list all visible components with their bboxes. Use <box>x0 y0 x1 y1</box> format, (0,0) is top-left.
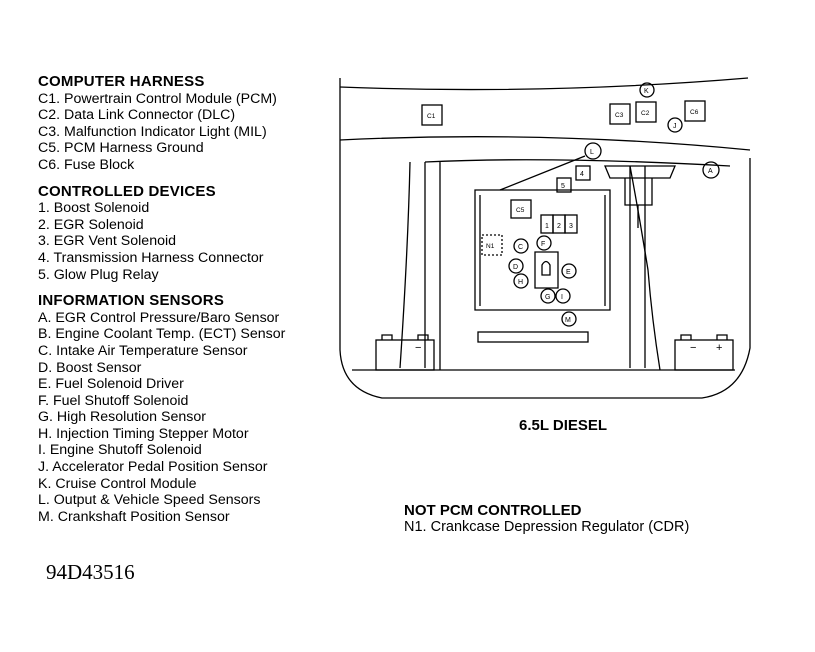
c2-box <box>635 101 657 123</box>
battery-minus-label: − <box>415 342 421 354</box>
legend: COMPUTER HARNESS C1. Powertrain Control … <box>38 73 285 535</box>
a-label: A <box>708 168 713 175</box>
information-sensors-group: INFORMATION SENSORS A. EGR Control Press… <box>38 293 285 525</box>
legend-item: L. Output & Vehicle Speed Sensors <box>38 492 261 509</box>
c3-label: C3 <box>615 112 624 119</box>
i-circle <box>555 288 571 304</box>
j-label: J <box>673 123 677 130</box>
g-circle <box>540 288 556 304</box>
e-circle <box>561 263 577 279</box>
information-sensors-heading: INFORMATION SENSORS <box>38 292 225 310</box>
engine-block <box>474 189 611 311</box>
h-circle <box>513 273 529 289</box>
controlled-devices-heading: CONTROLLED DEVICES <box>38 182 216 200</box>
c5-box <box>510 199 532 219</box>
c-circle <box>513 238 529 254</box>
figure-id: 94D43516 <box>46 560 135 584</box>
relay-4-label: 4 <box>580 171 584 178</box>
l-circle <box>584 142 602 160</box>
battery-plus-label: + <box>716 342 722 354</box>
c3-box <box>609 103 631 125</box>
engine-bay-diagram: − − + C1 C3 C2 C6 C5 N1 1 2 3 5 4 K J L … <box>339 77 751 399</box>
legend-item: G. High Resolution Sensor <box>38 409 206 426</box>
injection-pump <box>534 251 559 289</box>
firewall-line <box>339 136 751 151</box>
k-label: K <box>644 88 649 95</box>
c6-label: C6 <box>690 109 699 116</box>
wiring-line-1 <box>499 155 586 191</box>
legend-item: M. Crankshaft Position Sensor <box>38 508 230 525</box>
legend-item: C5. PCM Harness Ground <box>38 140 204 157</box>
relay-2-label: 2 <box>557 223 561 230</box>
c1-box <box>421 104 443 126</box>
g-label: G <box>545 294 550 301</box>
not-pcm-item: N1. Crankcase Depression Regulator (CDR) <box>404 519 690 535</box>
legend-item: H. Injection Timing Stepper Motor <box>38 425 249 442</box>
legend-item: C. Intake Air Temperature Sensor <box>38 342 248 359</box>
battery-minus-label-right: − <box>690 342 696 354</box>
relay-3-label: 3 <box>569 223 573 230</box>
legend-item: K. Cruise Control Module <box>38 475 197 492</box>
diagram-caption: 6.5L DIESEL <box>519 417 608 434</box>
f-label: F <box>541 241 545 248</box>
i-label: I <box>561 294 563 301</box>
legend-item: 4. Transmission Harness Connector <box>38 249 264 266</box>
legend-item: C3. Malfunction Indicator Light (MIL) <box>38 123 267 140</box>
c6-box <box>684 100 706 122</box>
legend-item: C6. Fuse Block <box>38 156 135 173</box>
legend-item: D. Boost Sensor <box>38 359 142 376</box>
legend-item: B. Engine Coolant Temp. (ECT) Sensor <box>38 326 286 343</box>
e-label: E <box>566 269 571 276</box>
n1-box <box>481 234 503 256</box>
cowl-line <box>339 77 749 91</box>
crossmember <box>477 331 589 343</box>
controlled-devices-group: CONTROLLED DEVICES 1. Boost Solenoid 2. … <box>38 182 285 284</box>
computer-harness-group: COMPUTER HARNESS C1. Powertrain Control … <box>38 73 285 174</box>
relay-4-box <box>575 165 591 181</box>
legend-item: C2. Data Link Connector (DLC) <box>38 107 236 124</box>
legend-item: I. Engine Shutoff Solenoid <box>38 442 202 459</box>
egr-pressure-sensor-assembly <box>604 165 676 228</box>
legend-item: E. Fuel Solenoid Driver <box>38 376 184 393</box>
battery-right: − + <box>674 334 734 371</box>
m-circle <box>561 311 577 327</box>
not-pcm-controlled-note: NOT PCM CONTROLLED N1. Crankcase Depress… <box>404 502 689 536</box>
c1-label: C1 <box>427 113 436 120</box>
not-pcm-heading: NOT PCM CONTROLLED <box>404 502 582 519</box>
legend-item: A. EGR Control Pressure/Baro Sensor <box>38 309 280 326</box>
wiring-line-2 <box>629 165 661 371</box>
legend-item: F. Fuel Shutoff Solenoid <box>38 392 189 409</box>
c2-label: C2 <box>641 110 650 117</box>
engine-outline <box>424 159 731 370</box>
relay-1-label: 1 <box>545 223 549 230</box>
legend-item: 5. Glow Plug Relay <box>38 266 159 283</box>
battery-left: − <box>375 334 435 371</box>
d-circle <box>508 258 524 274</box>
wiring-line-3 <box>399 161 411 369</box>
k-circle <box>639 82 655 98</box>
computer-harness-heading: COMPUTER HARNESS <box>38 73 205 90</box>
legend-item: 3. EGR Vent Solenoid <box>38 233 177 250</box>
legend-item: C1. Powertrain Control Module (PCM) <box>38 90 277 107</box>
engine-bay-outline <box>339 78 751 399</box>
legend-item: 2. EGR Solenoid <box>38 216 144 233</box>
relay-3-box <box>564 214 578 234</box>
f-circle <box>536 235 552 251</box>
m-label: M <box>565 317 571 324</box>
j-circle <box>667 117 683 133</box>
relay-5-label: 5 <box>561 183 565 190</box>
h-label: H <box>518 279 523 286</box>
l-label: L <box>590 149 594 156</box>
legend-item: J. Accelerator Pedal Position Sensor <box>38 459 268 476</box>
intake-manifold <box>479 195 606 306</box>
c-label: C <box>518 244 523 251</box>
relay-5-box <box>556 177 572 193</box>
n1-label: N1 <box>486 243 495 250</box>
legend-item: 1. Boost Solenoid <box>38 200 150 217</box>
d-label: D <box>513 264 518 271</box>
a-circle <box>702 161 720 179</box>
c5-label: C5 <box>516 207 525 214</box>
